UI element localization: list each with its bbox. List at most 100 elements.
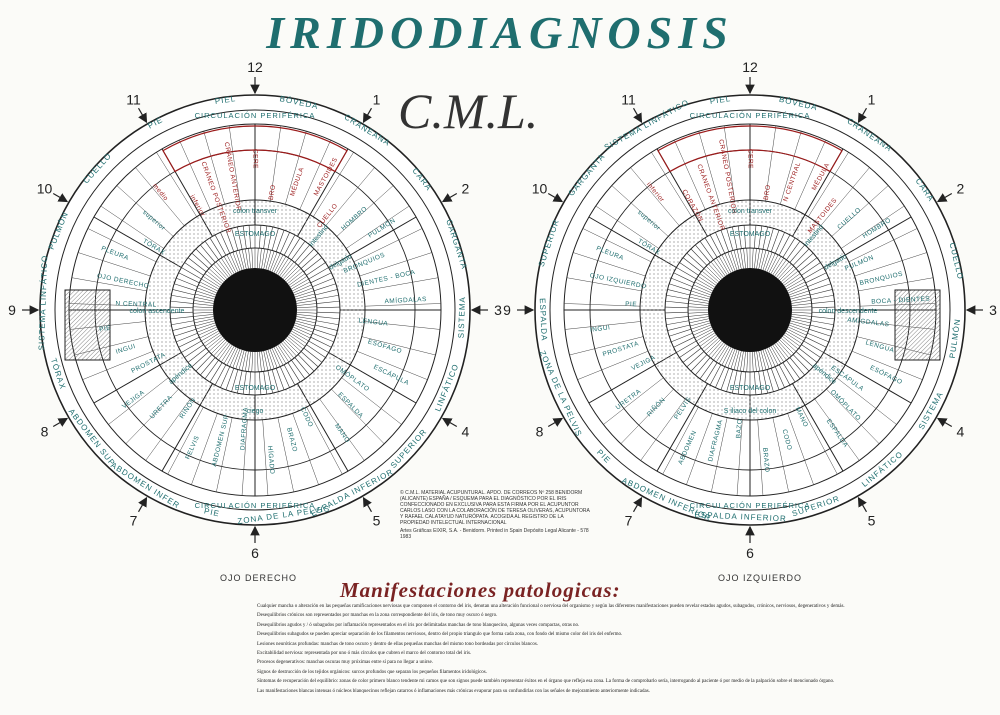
stomach-spoke bbox=[798, 347, 818, 363]
pupil-spoke bbox=[718, 256, 730, 274]
clock-arrow bbox=[547, 417, 564, 428]
list-item: Desequilibrios subagudos se pueden aprec… bbox=[257, 632, 623, 638]
pupil-spoke bbox=[263, 249, 269, 269]
stomach-spoke bbox=[220, 366, 231, 388]
stomach-spoke bbox=[316, 306, 340, 309]
stomach-spoke bbox=[798, 257, 818, 273]
pupil-spoke bbox=[265, 250, 272, 270]
stomach-spoke bbox=[665, 306, 689, 309]
stomach-spoke bbox=[310, 336, 332, 348]
pupil-spoke bbox=[781, 268, 797, 283]
clock-number: 9 bbox=[503, 302, 511, 318]
stomach-spoke bbox=[770, 230, 780, 252]
sector-line bbox=[156, 152, 197, 217]
stomach-spoke bbox=[316, 311, 340, 314]
sector-line bbox=[814, 398, 860, 461]
pupil-spoke bbox=[282, 341, 297, 357]
sector-line bbox=[569, 336, 644, 356]
pupil-spoke bbox=[197, 287, 216, 296]
stomach-spoke bbox=[176, 332, 198, 343]
stomach-spoke bbox=[191, 351, 210, 368]
pupil-spoke bbox=[287, 336, 304, 350]
stomach-spoke bbox=[267, 226, 273, 250]
stomach-spoke bbox=[669, 328, 692, 337]
pupil-spoke bbox=[232, 349, 241, 368]
pupil-spoke bbox=[787, 281, 806, 292]
list-item: Síntomas de recuperación del equilibrio:… bbox=[257, 679, 835, 685]
sector-line bbox=[674, 139, 706, 210]
sector-line bbox=[306, 407, 343, 475]
pupil-spoke bbox=[693, 284, 712, 294]
pupil-spoke bbox=[294, 324, 313, 333]
outer-zone-label: PIE bbox=[203, 506, 220, 518]
stomach-spoke bbox=[237, 226, 243, 250]
sector-line bbox=[854, 252, 927, 277]
stomach-spoke bbox=[209, 237, 223, 258]
pupil-spoke bbox=[265, 350, 272, 370]
pupil-spoke bbox=[690, 290, 711, 298]
pupil-spoke bbox=[195, 290, 216, 298]
stomach-spoke bbox=[732, 370, 738, 394]
stomach-spoke bbox=[792, 354, 810, 372]
pupil-spoke bbox=[241, 249, 247, 269]
stomach-spoke bbox=[310, 272, 332, 284]
stomach-spoke bbox=[279, 366, 290, 388]
pupil-spoke bbox=[287, 270, 304, 284]
organ-zone-label: AMÍGDALAS bbox=[384, 294, 427, 305]
sector-line bbox=[125, 388, 179, 444]
stomach-spoke bbox=[704, 362, 718, 383]
stomach-spoke bbox=[754, 225, 757, 249]
stomach-spoke bbox=[766, 369, 774, 392]
stomach-spoke bbox=[315, 289, 338, 296]
stomach-spoke bbox=[176, 277, 198, 288]
list-item: Las manifestaciones blancas intensas ó n… bbox=[257, 688, 650, 694]
pupil-spoke bbox=[292, 281, 311, 292]
sector-line bbox=[270, 125, 282, 202]
clock-number: 6 bbox=[746, 545, 754, 561]
digestive-label: S iliaco del colon bbox=[724, 408, 777, 415]
clock-number: 10 bbox=[532, 181, 548, 197]
pupil-spoke bbox=[275, 346, 287, 364]
list-item: Signos de destrucción de los tejidos org… bbox=[257, 669, 488, 675]
clock-arrow bbox=[137, 107, 148, 124]
sector-line bbox=[145, 398, 191, 461]
stomach-spoke bbox=[315, 324, 338, 331]
list-item: Cualquier mancha o alteración en las peq… bbox=[257, 604, 845, 609]
pupil-spoke bbox=[791, 303, 812, 306]
pupil-spoke bbox=[791, 316, 812, 320]
sector-line bbox=[630, 167, 680, 226]
stomach-spoke bbox=[184, 262, 204, 276]
pupil-spoke bbox=[256, 248, 259, 269]
stomach-spoke bbox=[726, 369, 734, 392]
pupil-spoke bbox=[229, 348, 239, 367]
sector-line bbox=[757, 419, 764, 496]
pupil-spoke bbox=[288, 334, 306, 347]
stomach-spoke bbox=[294, 357, 310, 376]
stomach-spoke bbox=[679, 344, 699, 358]
sector-line bbox=[78, 252, 151, 277]
outer-zone-label: SISTEMA LINFÁTICO bbox=[37, 255, 49, 351]
manifestaciones-list: Cualquier mancha o alteración en las peq… bbox=[257, 604, 987, 698]
stomach-spoke bbox=[271, 369, 279, 392]
pupil-spoke bbox=[743, 351, 746, 372]
pupil-spoke bbox=[281, 261, 295, 278]
pupil-spoke bbox=[275, 256, 287, 274]
pupil-spoke bbox=[193, 303, 214, 306]
printer-text: Artes Gráficas EIXIR, S.A. - Benidorm. P… bbox=[400, 528, 589, 540]
pupil-spoke bbox=[195, 293, 215, 300]
stomach-spoke bbox=[782, 362, 796, 383]
pupil-spoke bbox=[697, 332, 715, 344]
stomach-spoke bbox=[715, 366, 726, 388]
stomach-spoke bbox=[171, 294, 194, 300]
pupil-spoke bbox=[764, 252, 773, 271]
stomach-spoke bbox=[778, 364, 791, 386]
sector-line bbox=[794, 139, 826, 210]
pupil-spoke bbox=[201, 278, 219, 290]
stomach-spoke bbox=[766, 228, 774, 251]
pupil-spoke bbox=[296, 300, 317, 304]
stomach-spoke bbox=[667, 289, 690, 296]
stomach-spoke bbox=[195, 248, 213, 266]
pupil-spoke bbox=[273, 347, 284, 366]
stomach-spoke bbox=[297, 248, 315, 266]
